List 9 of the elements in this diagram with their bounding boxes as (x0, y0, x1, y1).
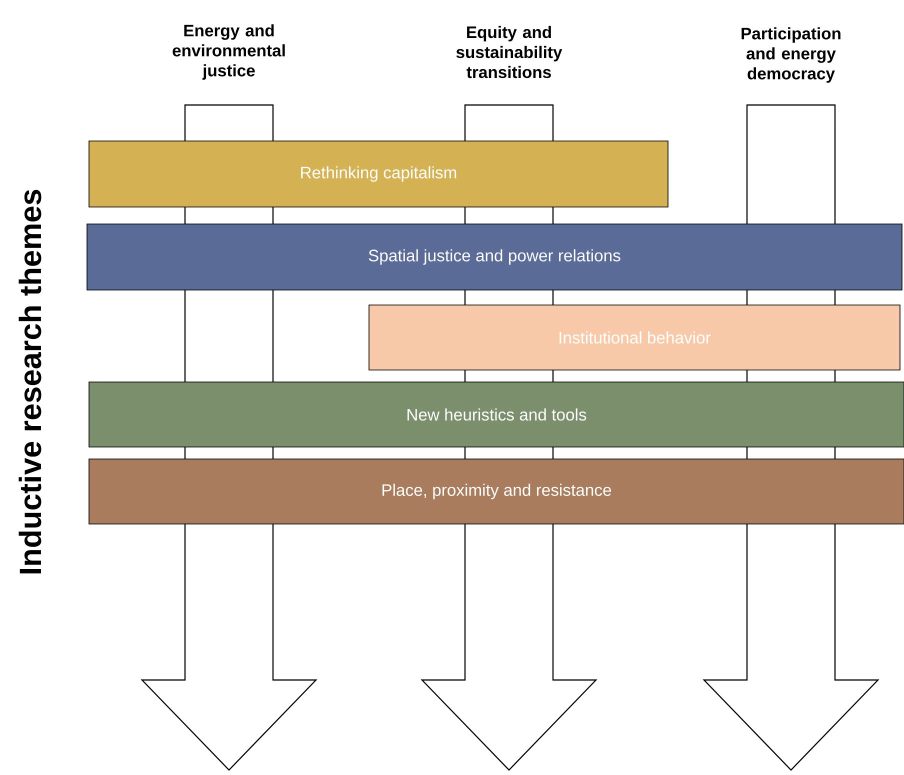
theme-band: Rethinking capitalism (88, 140, 668, 208)
node-label: Equity and sustainability transitions (456, 26, 562, 78)
theme-band: New heuristics and tools (88, 382, 904, 448)
theme-band: Institutional behavior (368, 304, 900, 370)
axis-title: Inductive research themes (18, 190, 42, 574)
theme-band: Place, proximity and resistance (88, 458, 904, 524)
node-label: Participation and energy democracy (742, 27, 840, 83)
node-label: Energy and environmental justice (172, 24, 285, 80)
theme-band: Spatial justice and power relations (86, 224, 902, 290)
